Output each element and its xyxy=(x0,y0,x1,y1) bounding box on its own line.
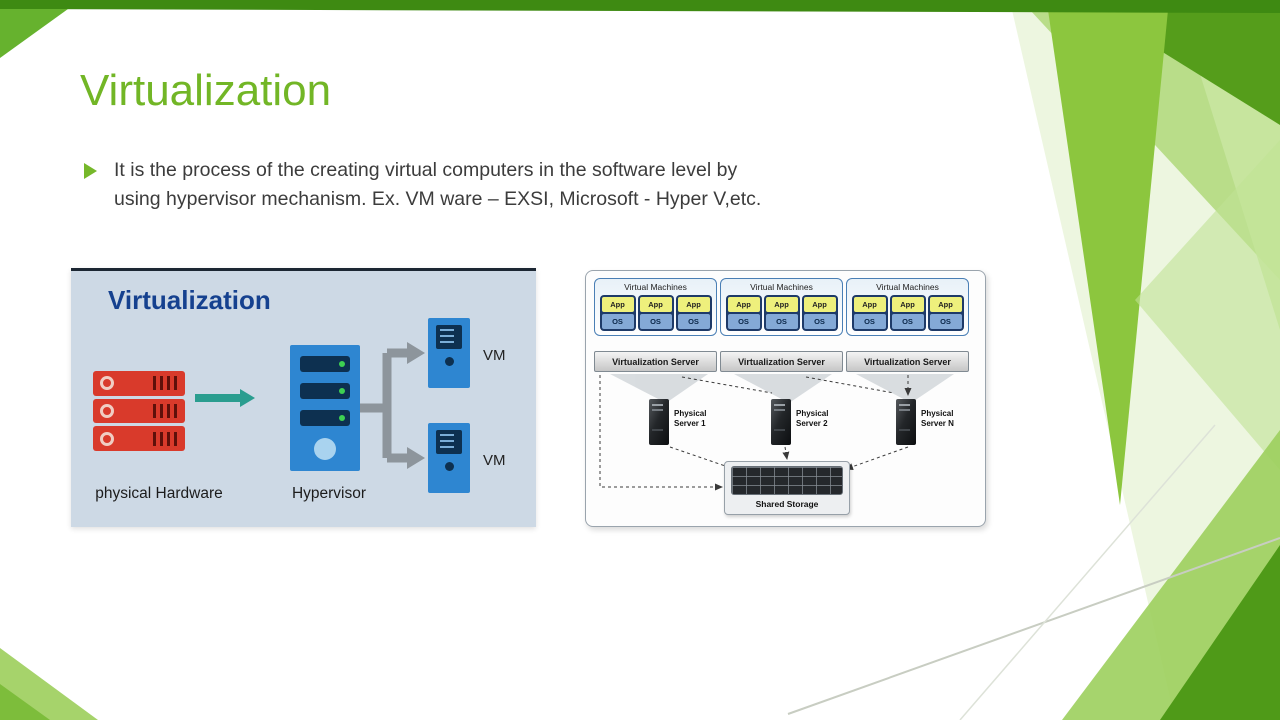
physical-server-tower-icon xyxy=(896,399,916,445)
app-box: App xyxy=(765,297,798,312)
vm-group-title: Virtual Machines xyxy=(624,282,687,292)
vm-unit: App OS xyxy=(675,295,712,331)
vm-label: VM xyxy=(483,452,506,469)
ring-icon xyxy=(100,431,114,446)
vm-row: App OS App OS App OS xyxy=(721,295,842,331)
vm-group: Virtual Machines App OS App OS App OS xyxy=(720,278,843,336)
drive-slot-icon xyxy=(300,383,350,399)
physical-server-label: Physical Server 1 xyxy=(674,409,707,428)
vm-slot-icon xyxy=(436,325,462,349)
vm-group: Virtual Machines App OS App OS App OS xyxy=(846,278,969,336)
vm-unit: App OS xyxy=(927,295,964,331)
os-box: OS xyxy=(853,314,886,329)
os-box: OS xyxy=(727,314,760,329)
os-box: OS xyxy=(891,314,924,329)
app-box: App xyxy=(677,297,710,312)
os-box: OS xyxy=(639,314,672,329)
virtualization-server-box: Virtualization Server xyxy=(846,351,969,372)
vm-dot-icon xyxy=(444,462,454,471)
app-box: App xyxy=(727,297,760,312)
app-box: App xyxy=(803,297,836,312)
vm-slot-icon xyxy=(436,430,462,454)
physical-server-label: Physical Server 2 xyxy=(796,409,829,428)
server-row xyxy=(93,426,185,452)
shared-storage-rack-icon xyxy=(731,466,843,495)
physical-hardware-label: physical Hardware xyxy=(95,485,223,502)
ring-icon xyxy=(100,404,114,418)
vm-unit: App OS xyxy=(725,295,762,331)
vm-group-title: Virtual Machines xyxy=(876,282,939,292)
bullet-item: It is the process of the creating virtua… xyxy=(84,156,929,215)
physical-server-tower-icon xyxy=(771,399,791,445)
vm-label: VM xyxy=(483,347,506,364)
os-box: OS xyxy=(929,314,962,329)
vm-unit: App OS xyxy=(801,295,838,331)
vm-row: App OS App OS App OS xyxy=(847,295,968,331)
os-box: OS xyxy=(601,314,634,329)
physical-server-tower-icon xyxy=(649,399,669,445)
diagram-title: Virtualization xyxy=(108,285,271,315)
vm-unit: App OS xyxy=(763,295,800,331)
vm-unit: App OS xyxy=(599,295,636,331)
vm-groups-row: Virtual Machines App OS App OS App OS xyxy=(594,278,969,336)
server-row xyxy=(93,371,185,396)
vm-group-title: Virtual Machines xyxy=(750,282,813,292)
bullet-text: It is the process of the creating virtua… xyxy=(114,159,762,211)
virtualization-server-box: Virtualization Server xyxy=(594,351,717,372)
virtualization-concept-diagram: Virtualization xyxy=(71,268,536,527)
physical-server-label: Physical Server N xyxy=(921,409,954,428)
os-box: OS xyxy=(765,314,798,329)
physical-hardware-server-icon xyxy=(93,371,185,452)
vm-tower-icon xyxy=(428,423,470,493)
server-row xyxy=(93,398,185,424)
app-box: App xyxy=(639,297,672,312)
vent-bars-icon xyxy=(153,431,177,446)
os-box: OS xyxy=(803,314,836,329)
vm-tower-icon xyxy=(428,318,470,388)
os-box: OS xyxy=(677,314,710,329)
power-circle-icon xyxy=(314,438,336,460)
drive-slot-icon xyxy=(300,356,350,372)
vm-row: App OS App OS App OS xyxy=(595,295,716,331)
bullet-marker-icon xyxy=(84,163,97,179)
virtualization-server-row: Virtualization Server Virtualization Ser… xyxy=(594,351,969,372)
vm-unit: App OS xyxy=(637,295,674,331)
hypervisor-label: Hypervisor xyxy=(291,485,367,502)
vm-unit: App OS xyxy=(889,295,926,331)
drive-slot-icon xyxy=(300,410,350,426)
hypervisor-server-icon xyxy=(290,345,360,471)
arrow-right-icon xyxy=(195,389,255,407)
vm-unit: App OS xyxy=(851,295,888,331)
vm-dot-icon xyxy=(444,357,454,366)
shared-storage-label: Shared Storage xyxy=(755,499,819,509)
virtualization-architecture-diagram: Virtual Machines App OS App OS App OS xyxy=(585,270,986,527)
app-box: App xyxy=(853,297,886,312)
virtualization-server-box: Virtualization Server xyxy=(720,351,843,372)
app-box: App xyxy=(891,297,924,312)
vm-group: Virtual Machines App OS App OS App OS xyxy=(594,278,717,336)
app-box: App xyxy=(929,297,962,312)
page-title: Virtualization xyxy=(80,66,332,115)
vent-bars-icon xyxy=(153,404,177,418)
shared-storage: Shared Storage xyxy=(724,461,850,515)
ring-icon xyxy=(100,376,114,391)
app-box: App xyxy=(601,297,634,312)
vent-bars-icon xyxy=(153,376,177,391)
